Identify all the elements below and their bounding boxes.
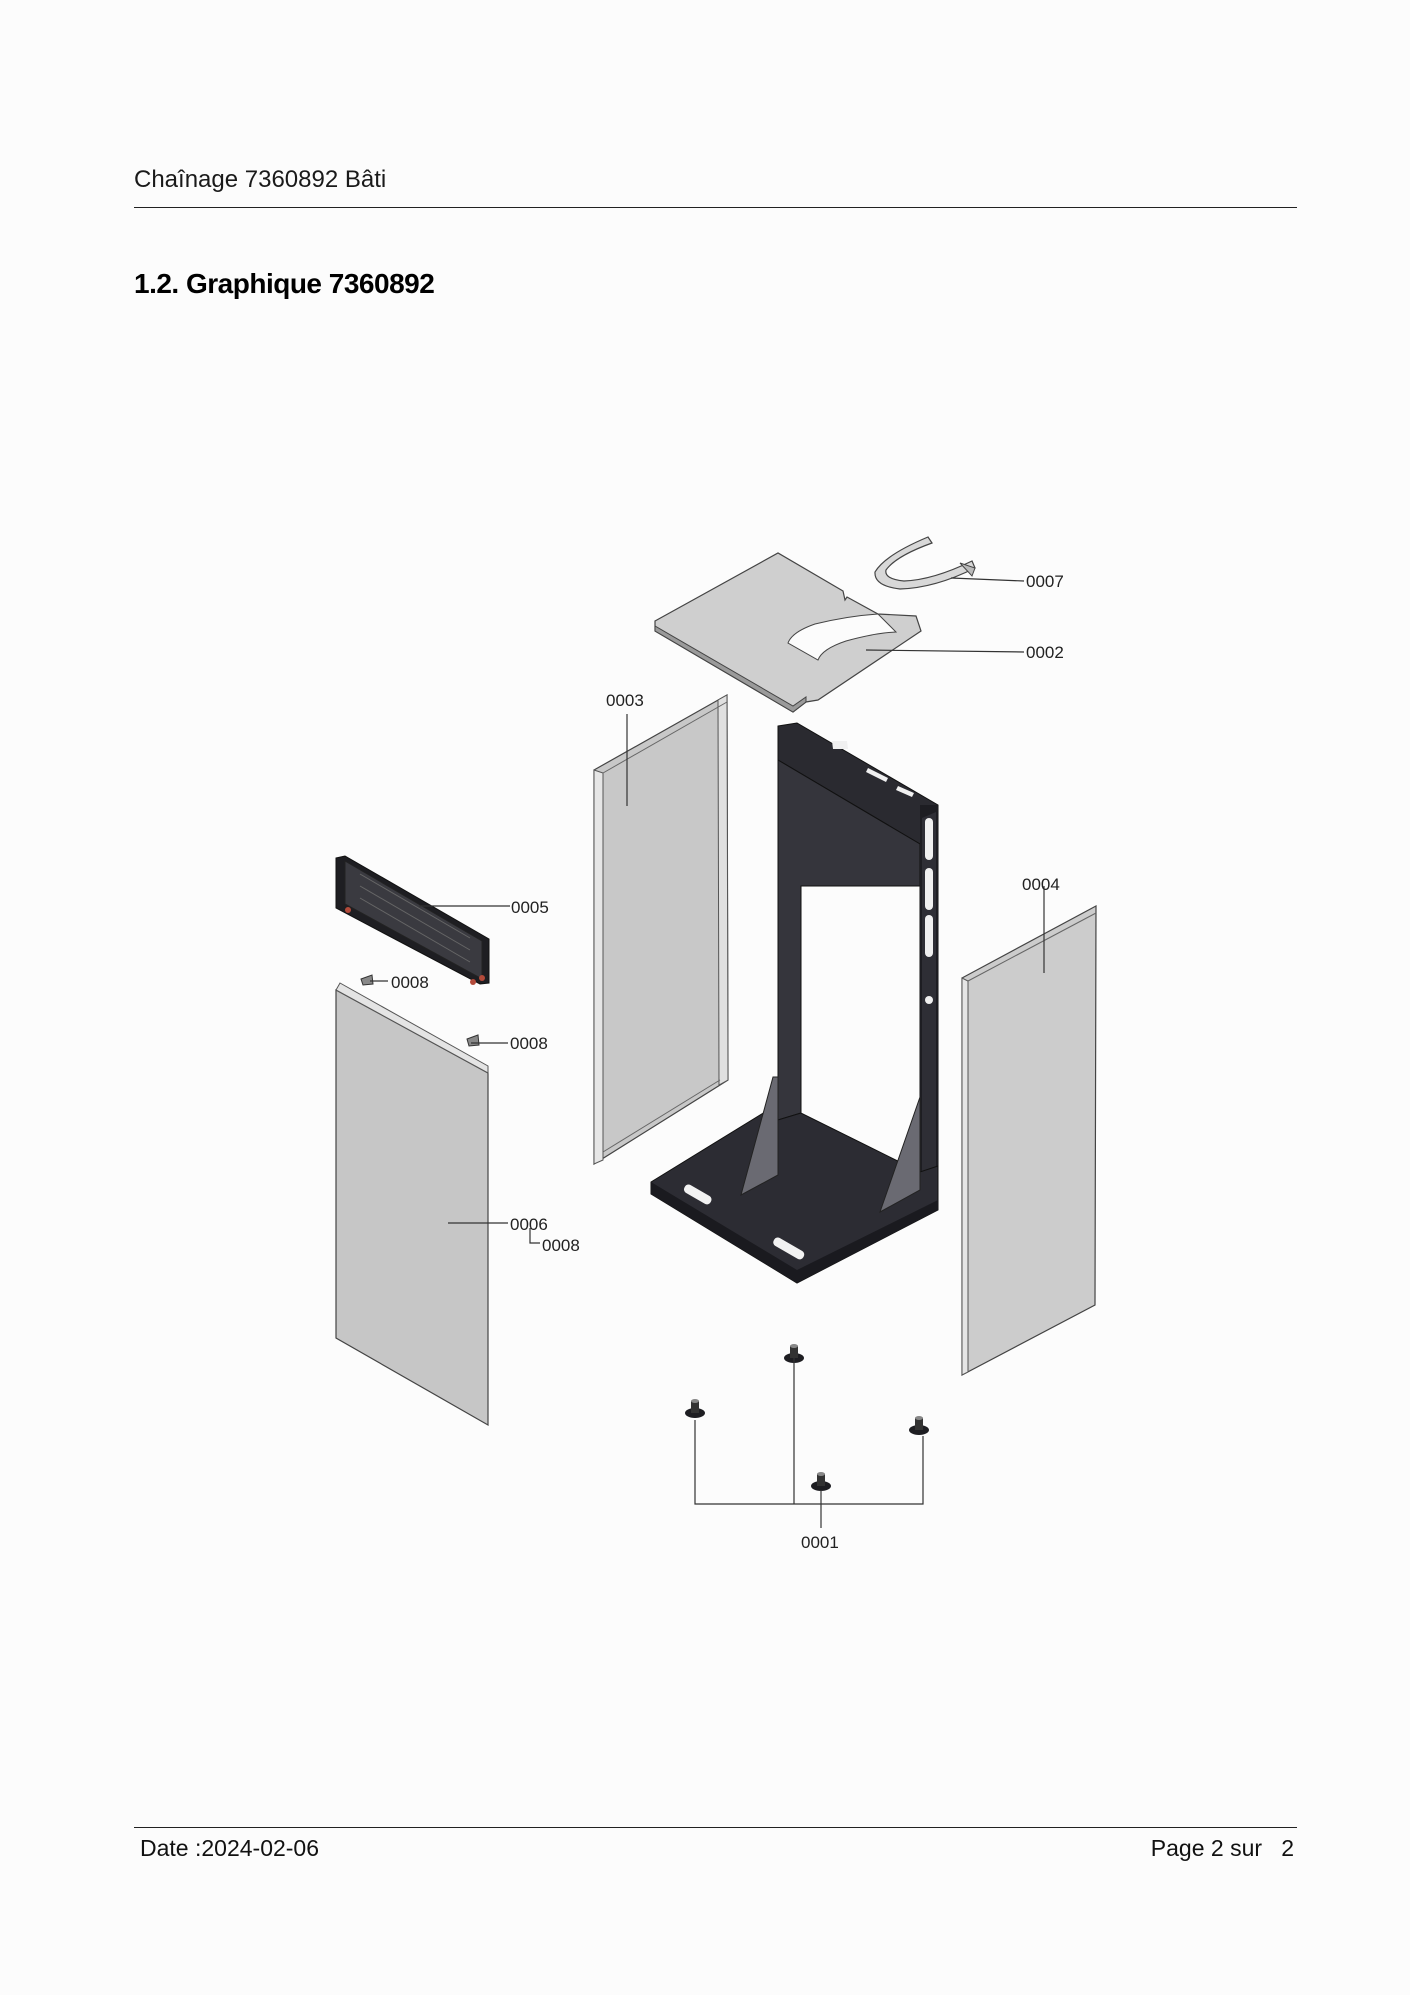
part-0006-front-panel bbox=[335, 982, 489, 1427]
foot-2 bbox=[685, 1399, 705, 1418]
part-0008-clip-1 bbox=[360, 974, 374, 986]
callout-0008-a: 0008 bbox=[391, 973, 429, 992]
main-frame bbox=[650, 722, 939, 1284]
part-0003-side-panel bbox=[593, 693, 729, 1166]
section-heading: 1.2. Graphique 7360892 bbox=[134, 268, 435, 299]
callout-0004: 0004 bbox=[1022, 875, 1060, 894]
foot-3 bbox=[909, 1416, 929, 1435]
callout-0006: 0006 bbox=[510, 1215, 548, 1234]
callout-0005: 0005 bbox=[511, 898, 549, 917]
leader-lines bbox=[370, 577, 1045, 1528]
callout-0008-b: 0008 bbox=[510, 1034, 548, 1053]
header-divider bbox=[134, 207, 1297, 208]
callout-0008-c: 0008 bbox=[542, 1236, 580, 1255]
part-0008-clip-2 bbox=[466, 1034, 480, 1047]
footer-divider bbox=[134, 1827, 1297, 1828]
part-0001-feet bbox=[685, 1344, 929, 1491]
part-0007-curved-profile bbox=[874, 536, 976, 590]
part-0004-side-panel bbox=[961, 904, 1097, 1376]
callout-0002: 0002 bbox=[1026, 643, 1064, 662]
part-0002-top-cover bbox=[654, 552, 922, 713]
callout-0001: 0001 bbox=[801, 1533, 839, 1552]
footer-page-number: Page 2 sur 2 bbox=[1150, 1835, 1294, 1861]
footer-date: Date :2024-02-06 bbox=[140, 1835, 320, 1861]
foot-4 bbox=[811, 1472, 831, 1491]
document-header-title: Chaînage 7360892 Bâti bbox=[134, 166, 387, 193]
callout-0007: 0007 bbox=[1026, 572, 1064, 591]
part-0005-control-box bbox=[335, 855, 490, 985]
callout-0003: 0003 bbox=[606, 691, 644, 710]
